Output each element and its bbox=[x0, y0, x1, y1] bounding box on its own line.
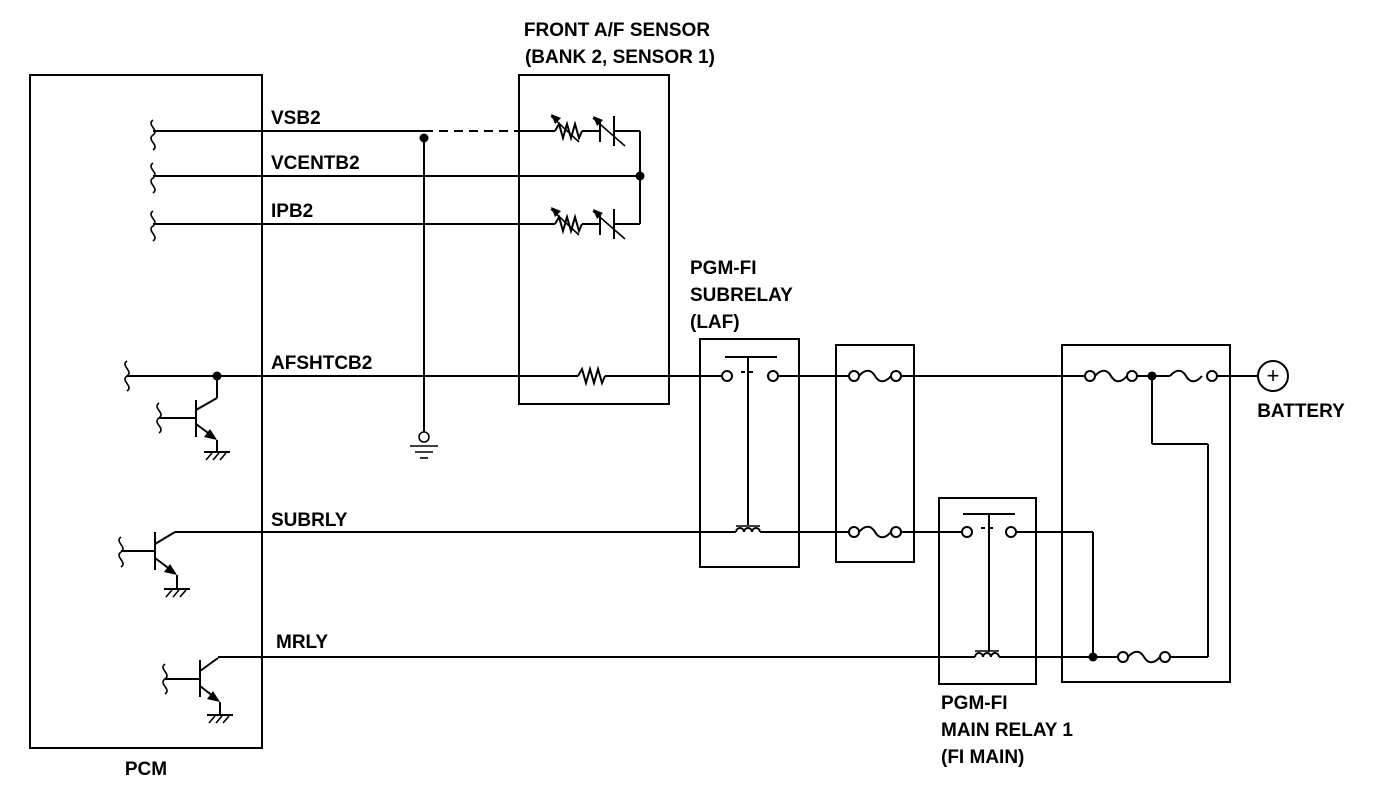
subrelay-box bbox=[699, 338, 800, 568]
main-relay-label-line3: (FI MAIN) bbox=[941, 747, 1024, 768]
fuse-right-feed-wire bbox=[1151, 376, 1209, 657]
main-relay-box bbox=[938, 497, 1037, 685]
pcm-wire-break-marks bbox=[118, 119, 168, 695]
afshtc-driver-transistor bbox=[159, 371, 230, 461]
subrly-driver-transistor bbox=[121, 531, 190, 598]
pcm-internal-wires bbox=[127, 130, 262, 377]
pcm-box bbox=[29, 74, 263, 749]
subrelay-coil bbox=[700, 525, 850, 533]
signal-label-vsb2: VSB2 bbox=[271, 108, 321, 129]
fuse-upper bbox=[848, 369, 1085, 383]
fuse-box-middle bbox=[835, 344, 915, 563]
pcm-label: PCM bbox=[125, 759, 167, 780]
fuse-box-right bbox=[1061, 344, 1231, 683]
shield-ground-symbol bbox=[410, 431, 438, 459]
signal-label-mrly: MRLY bbox=[276, 632, 328, 653]
sensor-title-line2: (BANK 2, SENSOR 1) bbox=[525, 47, 715, 68]
subrelay-label-line2: SUBRELAY bbox=[690, 285, 793, 306]
signal-label-afshtcb2: AFSHTCB2 bbox=[271, 353, 372, 374]
af-sensor-common-node bbox=[635, 131, 645, 224]
main-relay-label-line1: PGM-FI bbox=[941, 693, 1008, 714]
signal-label-subrly: SUBRLY bbox=[271, 510, 348, 531]
af-sensor-cell-upper bbox=[519, 114, 640, 147]
subrelay-label-line3: (LAF) bbox=[690, 312, 740, 333]
battery-terminal: + bbox=[1257, 360, 1289, 392]
mrly-driver-transistor bbox=[165, 657, 233, 724]
subrelay-label-line1: PGM-FI bbox=[690, 258, 757, 279]
signal-label-vcentb2: VCENTB2 bbox=[271, 153, 360, 174]
fuse-lower bbox=[848, 525, 962, 539]
sensor-signal-wires bbox=[262, 130, 640, 432]
af-sensor-box bbox=[518, 74, 670, 405]
battery-label: BATTERY bbox=[1257, 401, 1345, 422]
main-relay-switch bbox=[961, 513, 1094, 657]
fuse-right-upper-pair bbox=[1084, 369, 1258, 383]
subrelay-switch bbox=[700, 356, 850, 525]
main-relay-label-line2: MAIN RELAY 1 bbox=[941, 720, 1073, 741]
sensor-title-line1: FRONT A/F SENSOR bbox=[524, 20, 710, 41]
af-sensor-cell-lower bbox=[550, 207, 640, 240]
af-sensor-heater bbox=[577, 365, 700, 387]
signal-label-ipb2: IPB2 bbox=[271, 201, 313, 222]
main-relay-coil bbox=[974, 650, 1093, 658]
fuse-right-lower bbox=[1088, 650, 1208, 664]
battery-plus-symbol: + bbox=[1267, 363, 1280, 388]
